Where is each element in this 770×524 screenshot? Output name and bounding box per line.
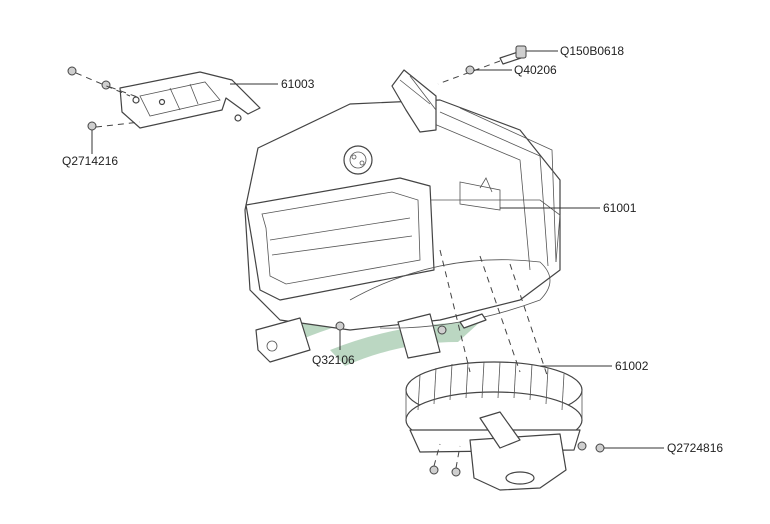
label-top-washer: Q40206 <box>514 63 557 77</box>
blower-motor <box>409 411 581 491</box>
top-washer <box>465 65 475 75</box>
motor-screws <box>429 441 605 477</box>
blower-housing <box>244 69 561 363</box>
housing-fasteners <box>335 313 487 335</box>
bracket-screws <box>67 66 141 131</box>
label-bracket: 61003 <box>281 77 315 91</box>
label-bracket-screws: Q2714216 <box>62 154 118 168</box>
label-blower-wheel: 61002 <box>615 359 649 373</box>
label-motor-screws: Q2724816 <box>667 441 723 455</box>
top-bolt <box>437 45 527 85</box>
assembly-lines <box>439 249 549 379</box>
label-top-bolt: Q150B0618 <box>560 44 624 58</box>
label-housing: 61001 <box>603 201 637 215</box>
label-housing-nut: Q32106 <box>312 353 355 367</box>
leader-lines <box>91 50 664 449</box>
bracket-part <box>119 71 261 129</box>
